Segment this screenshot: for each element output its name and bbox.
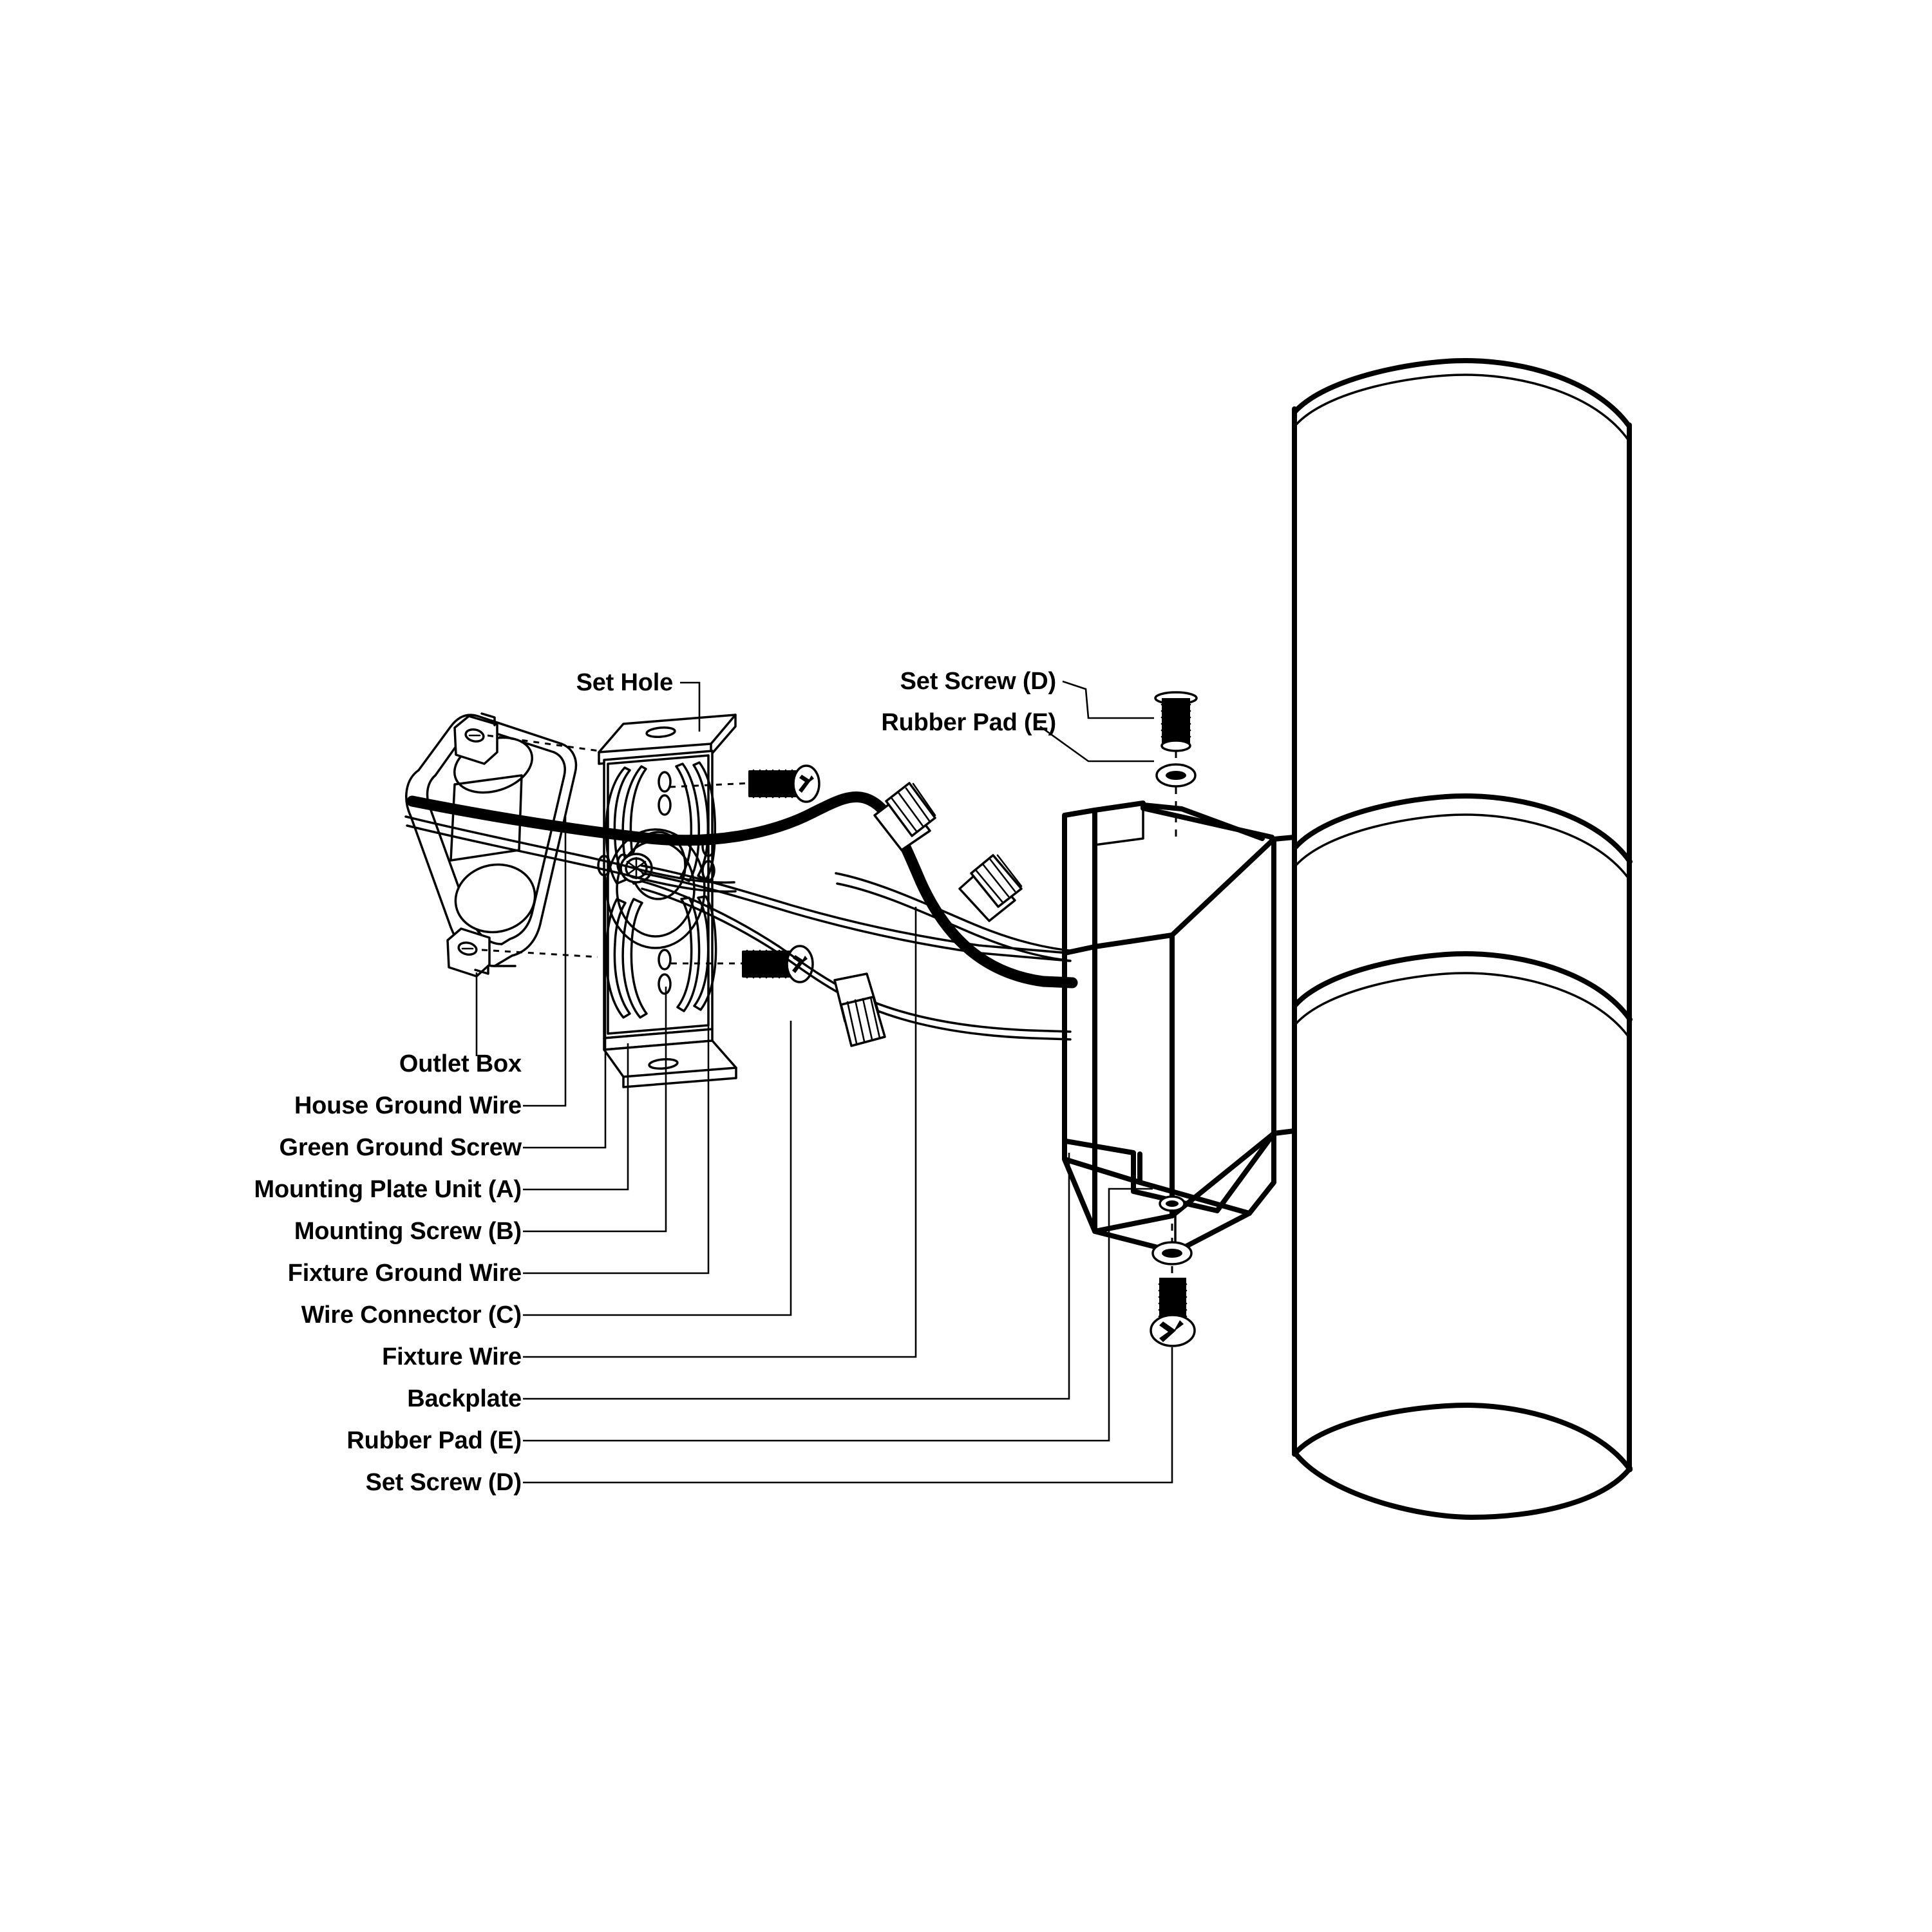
cylinder-fixture [1292,358,1633,1520]
label-fixture-wire: Fixture Wire [382,1343,522,1370]
label-mounting-plate-unit: Mounting Plate Unit (A) [254,1176,522,1203]
rubber-pad-e-top [1155,763,1197,788]
set-screw-d-bottom [1150,1278,1196,1347]
leader-set-hole [680,681,701,732]
leader-set-screw-bottom [523,1347,1173,1484]
label-wire-connector: Wire Connector (C) [301,1302,522,1329]
label-rubber-pad-e-top: Rubber Pad (E) [881,709,1056,736]
leader-set-screw-top [1062,680,1154,719]
set-screw-d-top [1154,691,1198,752]
label-set-hole: Set Hole [576,669,674,696]
leader-mounting-screw [523,987,667,1233]
backplate-arm [1062,800,1297,1255]
label-backplate: Backplate [407,1385,522,1412]
leader-house-ground-wire [523,817,567,1107]
leader-backplate [523,1153,1070,1400]
label-set-screw-d-top: Set Screw (D) [900,668,1057,695]
leader-rubber-pad-top [1039,725,1154,762]
label-rubber-pad-e-bottom: Rubber Pad (E) [346,1427,522,1454]
label-fixture-ground-wire: Fixture Ground Wire [287,1260,522,1287]
wire-connector-middle [958,854,1023,922]
leader-green-ground-screw [523,876,607,1149]
label-green-ground-screw: Green Ground Screw [279,1134,522,1161]
outlet-box [405,712,578,978]
leader-rubber-pad-bottom [523,1188,1153,1442]
alignment-dash-top [487,734,600,752]
mounting-screw-bottom [671,945,814,983]
label-house-ground-wire: House Ground Wire [294,1092,522,1119]
house-black-wire [406,795,819,846]
alignment-dash-bottom [481,949,598,958]
label-outlet-box: Outlet Box [399,1050,522,1077]
leader-mounting-plate-unit [523,1043,629,1191]
wire-connector-upper [873,782,936,851]
label-set-screw-d-bottom: Set Screw (D) [365,1469,522,1496]
leader-fixture-ground-wire [523,902,710,1274]
fixture-black-wire [807,791,1078,989]
mounting-plate-unit [597,714,737,1088]
leader-fixture-wire [523,907,917,1358]
wire-connector-lower [833,972,886,1047]
rubber-pad-e-bottom [1151,1241,1193,1265]
label-mounting-screw: Mounting Screw (B) [294,1218,522,1245]
leader-wire-connector [523,1021,792,1316]
mounting-screw-top [669,764,820,803]
